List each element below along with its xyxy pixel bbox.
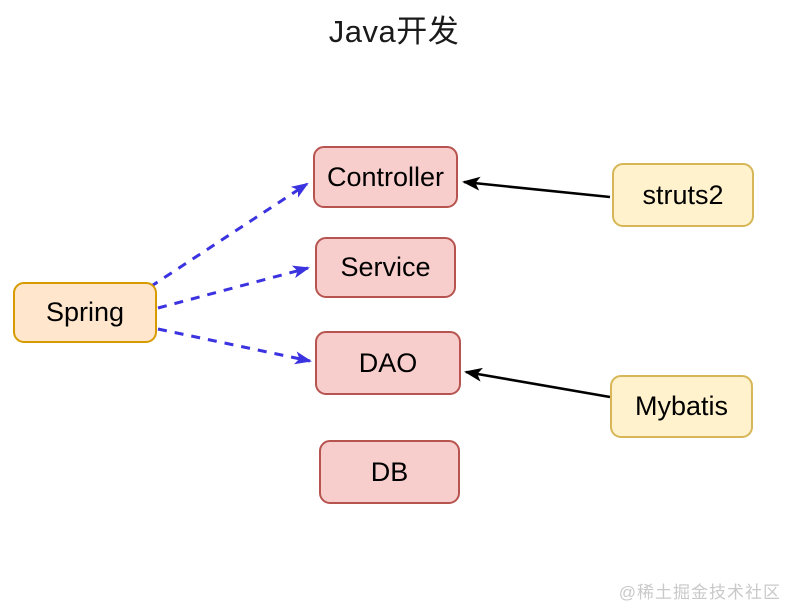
node-spring: Spring [13, 282, 157, 343]
node-controller: Controller [313, 146, 458, 208]
edge-struts2-controller [462, 176, 611, 199]
node-spring-label: Spring [45, 297, 125, 327]
node-service: Service [315, 237, 456, 298]
node-db-label: DB [370, 456, 409, 487]
edge-spring-service [157, 265, 310, 310]
diagram-title: Java开发 [328, 14, 460, 49]
edge-spring-dao [157, 327, 312, 365]
node-struts2-label: struts2 [642, 179, 724, 210]
edge-mybatis-dao [464, 367, 611, 399]
node-db: DB [319, 440, 460, 504]
watermark: @稀土掘金技术社区 [618, 583, 781, 602]
node-dao: DAO [315, 331, 461, 395]
node-service-label: Service [340, 252, 431, 282]
node-mybatis: Mybatis [610, 375, 753, 438]
node-mybatis-label: Mybatis [634, 391, 729, 421]
node-dao-label: DAO [358, 347, 418, 378]
node-controller-label: Controller [326, 161, 445, 192]
edge-spring-controller [149, 182, 309, 289]
node-struts2: struts2 [612, 163, 754, 227]
